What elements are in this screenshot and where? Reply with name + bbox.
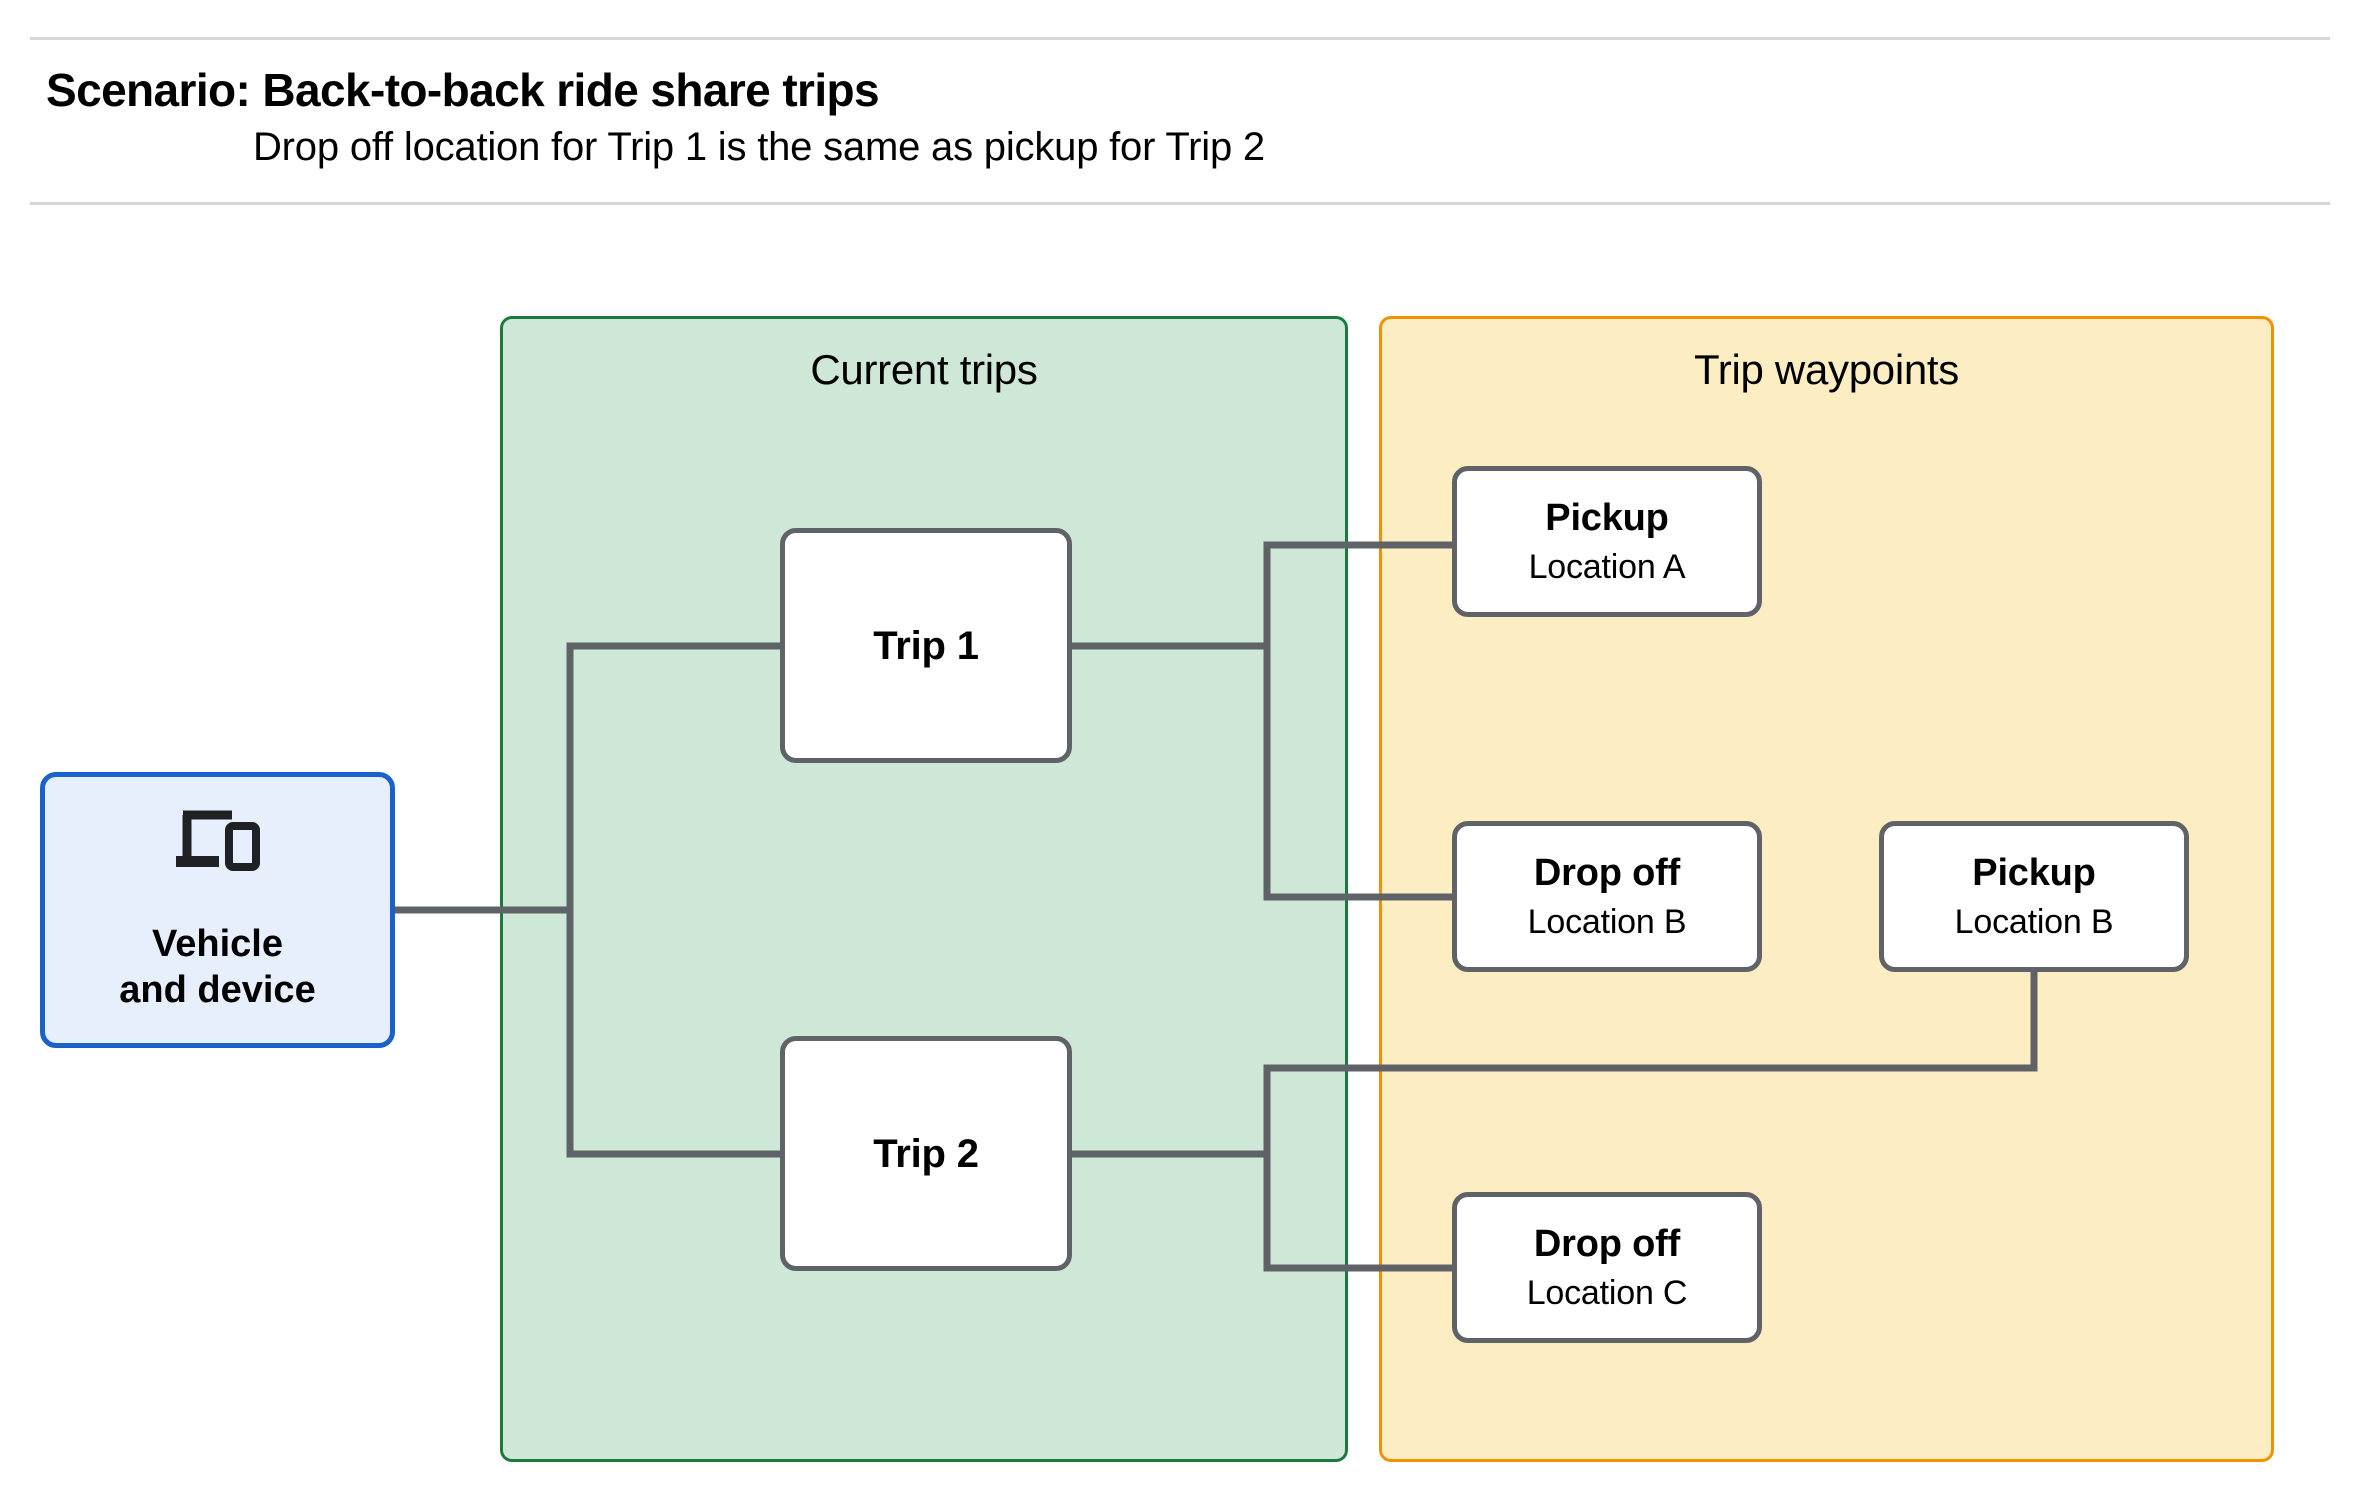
header-divider-bottom [30, 202, 2330, 205]
laptop-and-phone-icon [175, 810, 260, 871]
page-subtitle: Drop off location for Trip 1 is the same… [253, 125, 1265, 169]
group-trip-waypoints-title: Trip waypoints [1693, 346, 1959, 393]
group-current-trips: Current trips [500, 316, 1348, 1462]
node-trip-1[interactable]: Trip 1 [780, 528, 1072, 763]
node-waypoint-pickup-b[interactable]: Pickup Location B [1879, 821, 2189, 972]
node-waypoint-dropoff-c[interactable]: Drop off Location C [1452, 1192, 1762, 1343]
node-trip-1-label: Trip 1 [873, 623, 979, 668]
vehicle-label: Vehicle and device [119, 922, 316, 1011]
node-trip-2-label: Trip 2 [873, 1131, 979, 1176]
waypoint-pickup-b-type: Pickup [1972, 851, 2096, 894]
node-waypoint-pickup-a[interactable]: Pickup Location A [1452, 466, 1762, 617]
waypoint-dropoff-c-location: Location C [1526, 1274, 1688, 1312]
node-waypoint-dropoff-b[interactable]: Drop off Location B [1452, 821, 1762, 972]
waypoint-pickup-a-location: Location A [1528, 548, 1686, 586]
page-title: Scenario: Back-to-back ride share trips [46, 64, 880, 116]
waypoint-pickup-b-location: Location B [1954, 903, 2114, 941]
node-trip-2[interactable]: Trip 2 [780, 1036, 1072, 1271]
node-vehicle-and-device[interactable]: Vehicle and device [40, 772, 395, 1048]
header-divider-top [30, 37, 2330, 40]
group-current-trips-title: Current trips [810, 346, 1038, 393]
waypoint-pickup-a-type: Pickup [1545, 496, 1669, 539]
waypoint-dropoff-c-type: Drop off [1533, 1222, 1681, 1265]
waypoint-dropoff-b-type: Drop off [1533, 851, 1681, 894]
waypoint-dropoff-b-location: Location B [1527, 903, 1687, 941]
